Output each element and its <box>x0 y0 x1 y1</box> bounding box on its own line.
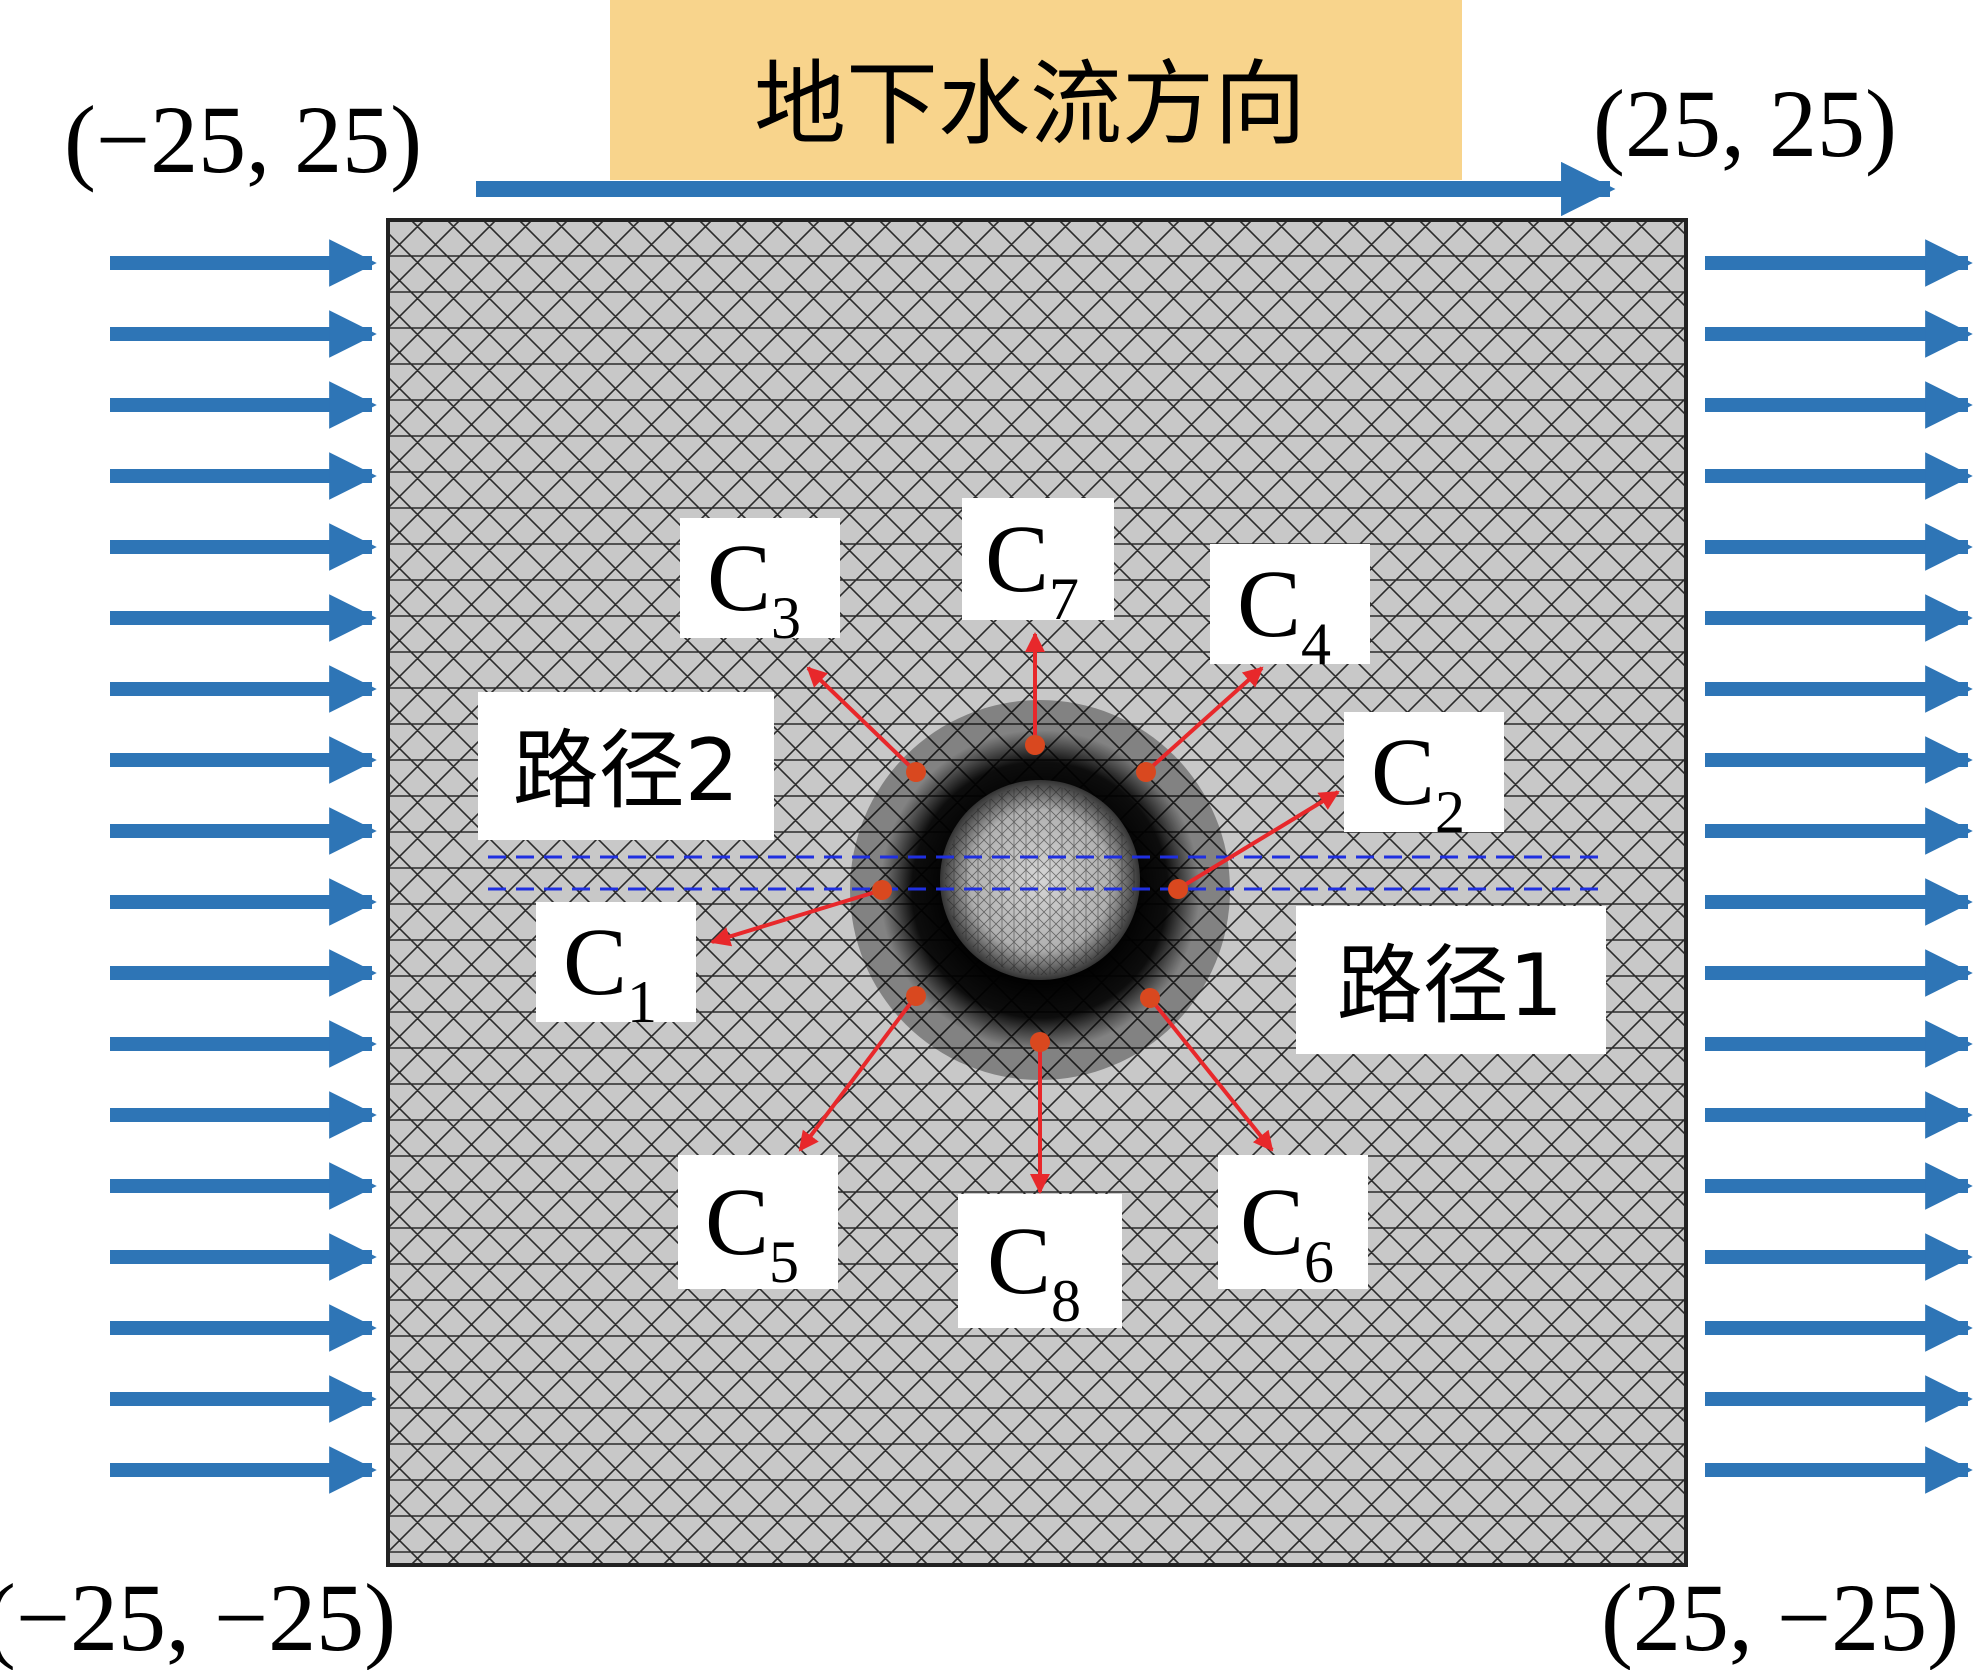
probe-arrow <box>806 666 918 774</box>
probe-c7: C7 <box>962 498 1114 755</box>
probe-label: C6 <box>1240 1168 1334 1295</box>
probe-label: C8 <box>987 1207 1081 1334</box>
probe-label: C7 <box>985 505 1079 632</box>
probe-label-box <box>680 518 840 638</box>
probe-arrow <box>1148 996 1274 1152</box>
probe-dot <box>1136 762 1156 782</box>
domain-border <box>386 218 1688 1567</box>
path2-label: 路径2 <box>513 721 740 821</box>
probe-c5: C5 <box>678 986 926 1295</box>
probe-label-box <box>958 1194 1122 1328</box>
probe-label: C1 <box>563 908 657 1035</box>
corner-label-top-left: (−25, 25) <box>64 86 422 193</box>
probe-dot <box>906 986 926 1006</box>
probe-label: C4 <box>1237 550 1331 677</box>
probe-label: C5 <box>705 1168 799 1295</box>
probe-label-box <box>678 1155 838 1289</box>
probe-arrow <box>798 994 918 1152</box>
probe-c8: C8 <box>958 1032 1122 1334</box>
corner-label-bottom-left: (−25, −25) <box>0 1564 396 1670</box>
probe-label: C2 <box>1371 718 1465 845</box>
path2-label-box <box>478 692 774 840</box>
probe-arrow <box>1144 666 1264 774</box>
probe-c4: C4 <box>1136 544 1370 782</box>
probe-arrow <box>1176 790 1340 891</box>
probe-label-box <box>1210 544 1370 664</box>
flow-direction-label: 地下水流方向 <box>754 51 1306 158</box>
path1-label: 路径1 <box>1337 936 1564 1036</box>
probe-label-box <box>1344 712 1504 832</box>
probe-c6: C6 <box>1140 988 1368 1295</box>
corner-label-bottom-right: (25, −25) <box>1601 1564 1959 1670</box>
probe-dot <box>1030 1032 1050 1052</box>
inner-zone-mesh <box>945 785 1135 975</box>
probe-label-box <box>536 902 696 1022</box>
probe-dot <box>1168 879 1188 899</box>
probe-label-box <box>962 498 1114 620</box>
probe-dot <box>906 762 926 782</box>
corner-label-top-right: (25, 25) <box>1593 70 1897 177</box>
flow-direction-banner <box>610 0 1462 180</box>
probe-label: C3 <box>707 524 801 651</box>
inflow-arrows <box>110 239 377 1494</box>
probe-dot <box>1025 735 1045 755</box>
model-domain <box>386 218 1688 1567</box>
probe-c2: C2 <box>1168 712 1504 899</box>
outflow-arrows <box>1705 239 1973 1494</box>
probe-label-box <box>1218 1155 1368 1289</box>
path1-label-box <box>1296 906 1606 1054</box>
probe-arrow <box>710 888 883 947</box>
probe-dot <box>872 880 892 900</box>
probe-c3: C3 <box>680 518 926 782</box>
probe-c1: C1 <box>536 880 892 1035</box>
probe-dot <box>1140 988 1160 1008</box>
